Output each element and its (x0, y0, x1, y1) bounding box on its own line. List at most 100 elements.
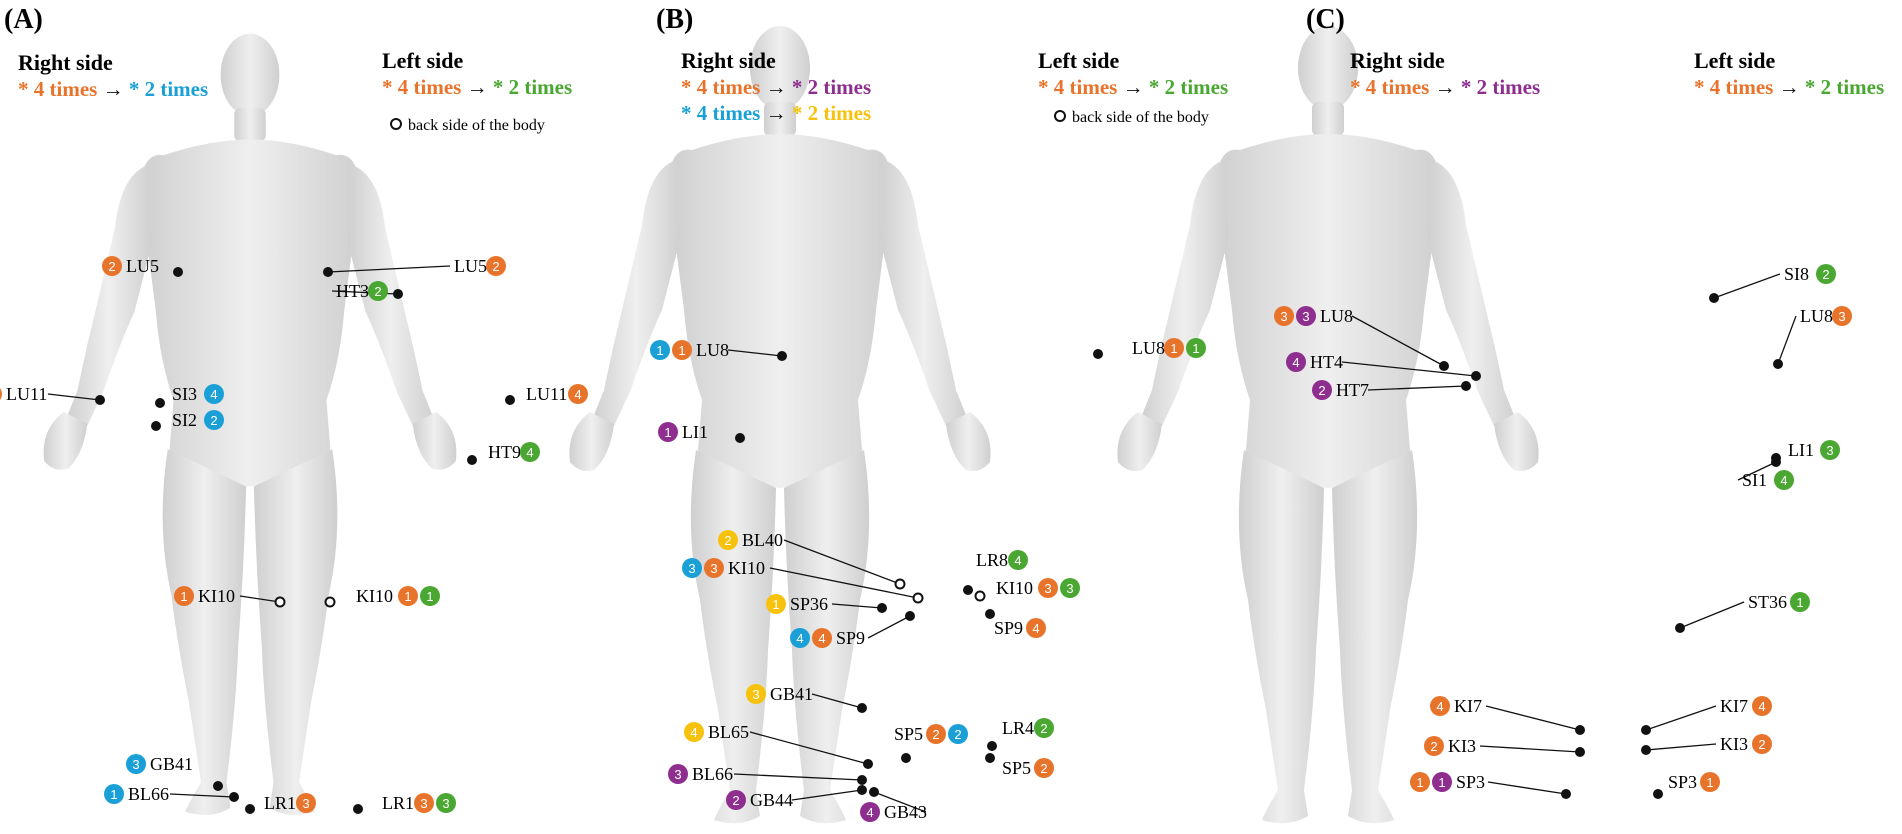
acupoint-label: HT9 (488, 442, 521, 462)
right-side-title: Right side (18, 50, 113, 75)
count-badge: 2 (204, 410, 224, 430)
count-badge-circle (1286, 352, 1306, 372)
count-badge: 4 (1286, 352, 1306, 372)
arrow-icon: → (103, 77, 129, 101)
acupoint-dot (1575, 747, 1585, 757)
count-badge-number: 2 (492, 259, 499, 274)
acupoint-label: SP3 (1668, 772, 1697, 792)
acupoint-label: KI10 (996, 578, 1033, 598)
acupoint-bl66: 3 BL66 (668, 764, 867, 785)
count-badge: 1 (104, 784, 124, 804)
acupoint-label: BL66 (692, 764, 733, 784)
back-side-marker-icon (390, 118, 402, 130)
count-badge: 2 (368, 281, 388, 301)
acupoint-label: GB41 (150, 754, 193, 774)
leader-line (749, 731, 869, 765)
count-badge: 3 (1060, 578, 1080, 598)
count-badge: 3 (668, 764, 688, 784)
leader-line (327, 265, 451, 273)
back-side-note: back side of the body (408, 117, 545, 134)
count-badge: 3 (1832, 306, 1852, 326)
leader-line (1645, 705, 1717, 731)
left-sequence-row: * 4 times → * 2 times (1694, 75, 1884, 99)
acupoint-dot (1653, 789, 1663, 799)
count-badge-number: 4 (690, 725, 697, 740)
acupoint-label: GB43 (884, 802, 927, 822)
left-sequence-row: * 4 times → * 2 times (382, 75, 572, 99)
acupoint-dot (987, 741, 997, 751)
leader-line (831, 603, 883, 609)
acupoint-dot (229, 792, 239, 802)
count-badge-number: 1 (1192, 341, 1199, 356)
count-badge: 4 (1774, 470, 1794, 490)
acupoint-dot (245, 804, 255, 814)
count-badge-circle (126, 754, 146, 774)
count-badge-circle (948, 724, 968, 744)
acupoint-label: LU8 (1320, 306, 1353, 326)
count-badge: 3 (414, 793, 434, 813)
count-badge-circle (1424, 736, 1444, 756)
count-badge-circle (1034, 718, 1054, 738)
sequence-from: * 4 times (382, 75, 461, 99)
leader-line (1737, 461, 1777, 481)
count-badge: 4 (0, 388, 2, 400)
count-badge: 2 (1034, 758, 1054, 778)
panel-a: (A) Right side * 4 times → * 2 times Lef… (4, 4, 572, 134)
count-badge: 2 (1424, 736, 1444, 756)
count-badge-number: 1 (426, 589, 433, 604)
count-badge-number: 2 (1040, 721, 1047, 736)
acupoint-label: SI3 (172, 384, 197, 404)
acupoint-label: LU8 (696, 340, 729, 360)
count-badge: 4 (860, 802, 880, 822)
acupoint-dot (857, 785, 867, 795)
count-badge: 3 (126, 754, 146, 774)
right-sequence-row: * 4 times → * 2 times (681, 101, 871, 125)
count-badge-circle (1820, 440, 1840, 460)
count-badge-circle (684, 722, 704, 742)
back-side-acupoint-dot (894, 578, 906, 590)
count-badge: 2 (1752, 734, 1772, 754)
acupoint-lu11: 4LU11 (0, 384, 105, 405)
count-badge-number: 3 (1280, 309, 1287, 324)
count-badge: 2 (726, 790, 746, 810)
acupoint-dot (155, 398, 165, 408)
acupoint-label: KI10 (728, 558, 765, 578)
count-badge-circle (414, 793, 434, 813)
acupoint-label: KI3 (1448, 736, 1476, 756)
arrow-icon: → (766, 75, 792, 99)
acupoint-dot (777, 351, 787, 361)
count-badge-circle (204, 384, 224, 404)
acupoint-dot (963, 585, 973, 595)
count-badge-number: 2 (724, 533, 731, 548)
sequence-from: * 4 times (681, 101, 760, 125)
acupoint-dot (1093, 349, 1103, 359)
count-badge: 1 (672, 340, 692, 360)
right-sequence-row: * 4 times → * 2 times (681, 75, 871, 99)
sequence-to: * 2 times (792, 101, 871, 125)
acupoint-dot (1641, 745, 1651, 755)
acupoint-dot (151, 421, 161, 431)
acupoint-dot (467, 455, 477, 465)
sequence-from: * 4 times (18, 77, 97, 101)
count-badge-circle (1186, 338, 1206, 358)
count-badge-number: 3 (674, 767, 681, 782)
acupoint-dot (173, 267, 183, 277)
panel-letter: (B) (656, 4, 693, 35)
count-badge: 1 (1790, 592, 1810, 612)
leader-line (1645, 743, 1717, 751)
count-badge-circle (1430, 696, 1450, 716)
acupoint-dot (901, 753, 911, 763)
arrow-icon: → (1123, 75, 1149, 99)
count-badge-circle (682, 558, 702, 578)
